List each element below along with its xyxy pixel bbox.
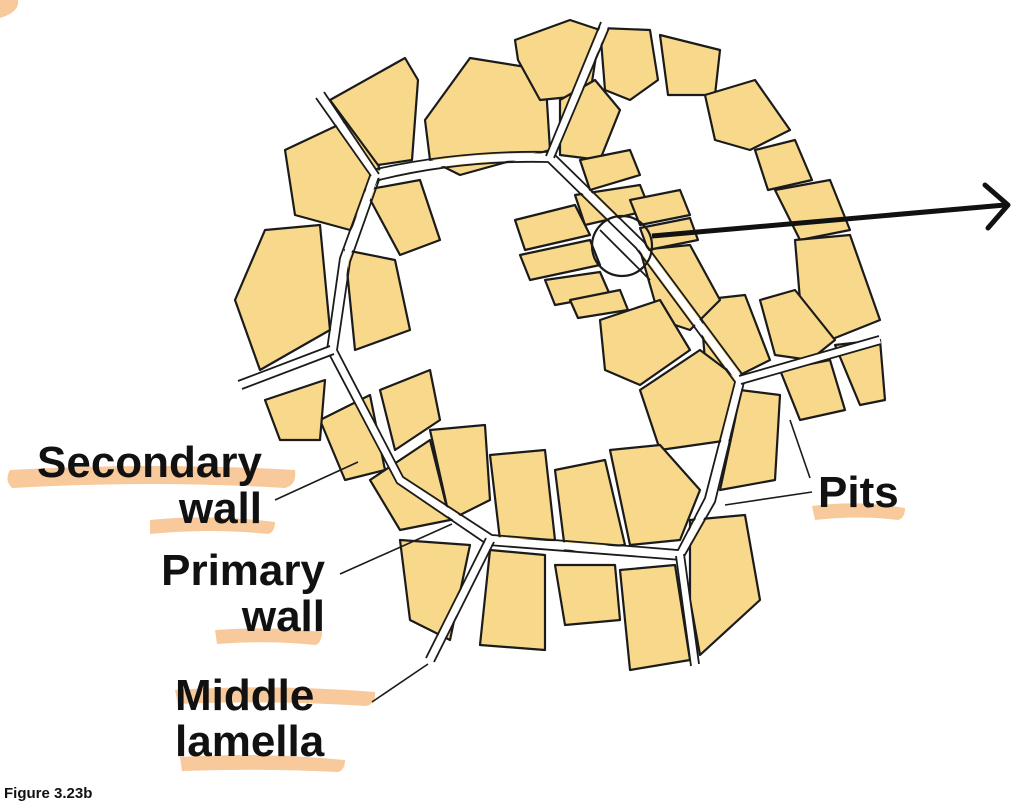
- figure-caption: Figure 3.23b: [4, 785, 93, 802]
- cell: [568, 288, 630, 320]
- pits-leader-upper: [789, 419, 811, 479]
- corner-highlight: [0, 0, 19, 18]
- cell: [773, 178, 852, 242]
- secondary-wall-leader: [274, 461, 359, 501]
- arrow-head-icon: [982, 182, 1011, 231]
- cell: [598, 298, 692, 387]
- primary-wall-leader: [339, 523, 453, 575]
- pointer-arrow: [651, 202, 1006, 239]
- label-highlights: [7, 466, 905, 772]
- cell: [753, 138, 814, 192]
- cell: [488, 448, 557, 542]
- cell: [553, 563, 622, 627]
- cell: [658, 33, 722, 97]
- primary-wall-label-line2: wall: [241, 592, 325, 641]
- middle-lamella-label-line1: Middle: [175, 671, 315, 720]
- primary-wall-network: [237, 21, 882, 667]
- pit-circle: [590, 214, 654, 278]
- cell: [263, 378, 327, 442]
- cell: [578, 148, 642, 192]
- pits-leader-lower: [724, 491, 813, 506]
- cell: [688, 513, 762, 657]
- primary-wall-label: Primary wall: [100, 548, 325, 640]
- secondary-wall-label-line1: Secondary: [37, 438, 262, 487]
- cell: [628, 188, 692, 227]
- pits-label: Pits: [818, 468, 899, 517]
- cell: [343, 248, 412, 352]
- cell: [363, 178, 442, 257]
- secondary-wall-label: Secondary wall: [14, 440, 262, 532]
- secondary-wall-label-line2: wall: [178, 484, 262, 533]
- cell: [793, 233, 882, 342]
- cell: [378, 368, 442, 452]
- cell: [703, 78, 792, 152]
- cell: [478, 548, 547, 652]
- pit-field-cells: [513, 148, 700, 320]
- middle-lamella-label-line2: lamella: [175, 717, 325, 766]
- leader-lines: [274, 419, 813, 703]
- cell: [328, 56, 420, 167]
- cell: [758, 288, 837, 362]
- cell: [233, 223, 332, 372]
- cell: [608, 443, 702, 547]
- primary-wall-label-line1: Primary: [161, 546, 325, 595]
- middle-lamella-label: Middle lamella: [175, 673, 324, 765]
- cell: [513, 203, 592, 252]
- cell: [598, 26, 660, 102]
- middle-lamella-leader: [371, 663, 429, 703]
